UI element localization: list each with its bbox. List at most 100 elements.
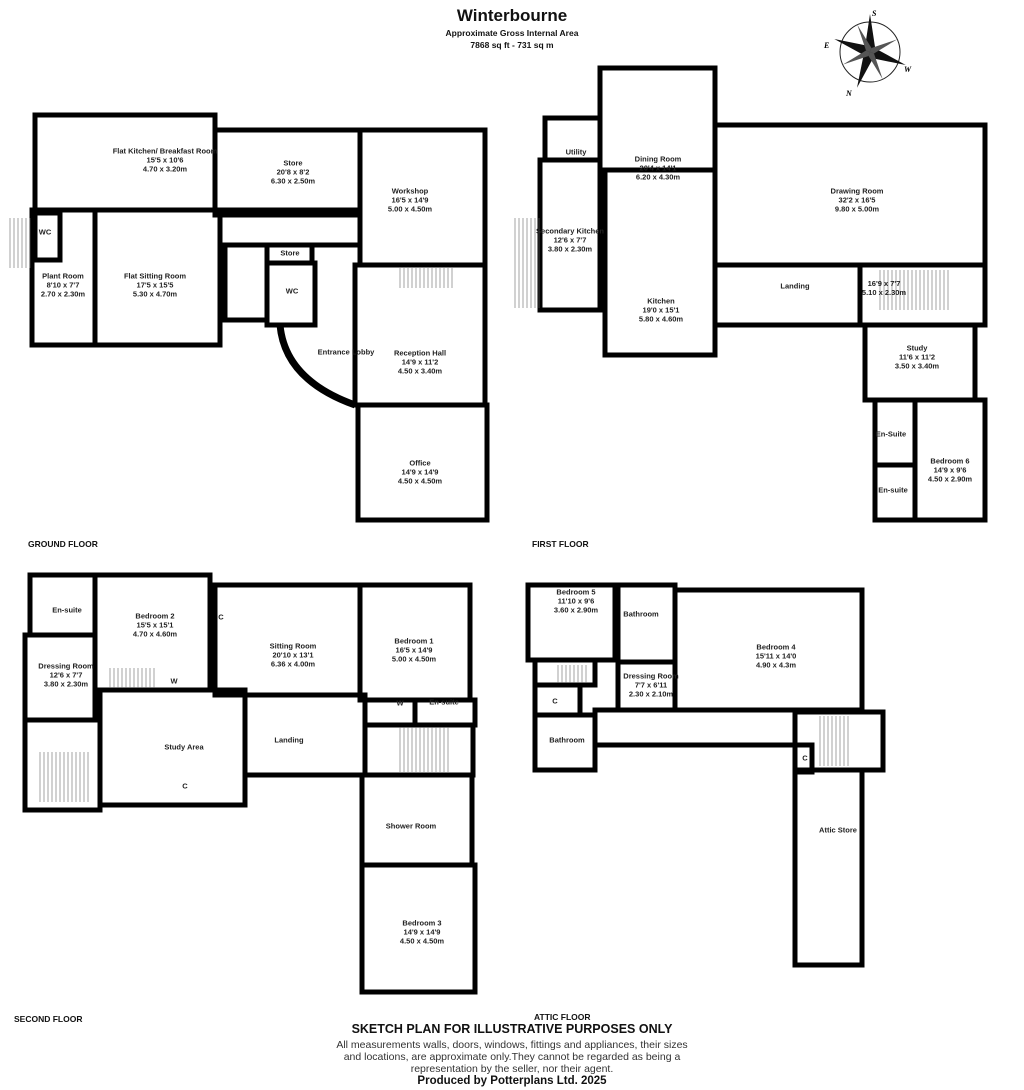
room-imperial: 14'9 x 14'9 [401, 467, 439, 477]
room-name: Store [283, 158, 303, 168]
room-name: Bedroom 1 [394, 636, 434, 646]
room-name: En-suite [52, 605, 82, 615]
room-name: Dressing Room [38, 661, 94, 671]
plan-area: 7868 sq ft - 731 sq m [470, 40, 554, 50]
room-name: En-Suite [875, 429, 907, 439]
wall [242, 692, 368, 778]
walls [22, 65, 988, 995]
compass-e: E [823, 41, 829, 50]
room-metric: 6.30 x 2.50m [270, 176, 316, 186]
compass-rose-icon: S E W N [823, 9, 912, 98]
credit: Produced by Potterplans Ltd. 2025 [417, 1075, 607, 1087]
room-name: Shower Room [385, 821, 437, 831]
wall [92, 207, 223, 348]
room-metric: 4.50 x 2.90m [927, 474, 973, 484]
room-imperial: 16'5 x 14'9 [395, 645, 433, 655]
ground-floor-label: GROUND FLOOR [28, 539, 98, 549]
room-imperial: 16'5 x 14'9 [391, 195, 429, 205]
room-name: Landing [274, 735, 304, 745]
room-metric: 3.80 x 2.30m [43, 679, 89, 689]
compass-w: W [904, 65, 912, 74]
room-name: Landing [780, 281, 810, 291]
room-imperial: 20'8 x 8'2 [276, 167, 310, 177]
room-name: C [218, 612, 224, 622]
compass-n: N [845, 89, 853, 98]
wall [359, 772, 475, 868]
room-label: C [182, 782, 187, 791]
room-metric: 5.30 x 4.70m [132, 289, 178, 299]
room-metric: 4.70 x 4.60m [132, 629, 178, 639]
room-imperial: 7'7 x 6'11 [634, 680, 668, 690]
room-imperial: 14'9 x 9'6 [933, 465, 967, 475]
disclaimer-line-3: representation by the seller, nor their … [410, 1063, 614, 1075]
room-name: Bedroom 6 [930, 456, 970, 466]
room-imperial: 14'9 x 11'2 [401, 357, 439, 367]
room-label: Shower Room [386, 822, 436, 831]
wall [222, 242, 270, 323]
room-name: Bedroom 2 [135, 611, 175, 621]
room-metric: 2.70 x 2.30m [40, 289, 86, 299]
room-metric: 5.00 x 4.50m [391, 654, 437, 664]
disclaimer-line-1: All measurements walls, doors, windows, … [336, 1039, 688, 1051]
room-metric: 4.50 x 3.40m [397, 366, 443, 376]
room-label: W [170, 677, 177, 686]
room-label: En-suite [878, 486, 908, 495]
room-metric: 9.80 x 5.00m [834, 204, 880, 214]
room-name: W [396, 698, 404, 708]
wall [537, 157, 603, 313]
room-imperial: 8'10 x 7'7 [46, 280, 80, 290]
room-name: Drawing Room [830, 186, 884, 196]
plan-subtitle: Approximate Gross Internal Area [445, 28, 579, 38]
room-imperial: 20'10 x 13'1 [272, 650, 314, 660]
room-name: Reception Hall [393, 348, 447, 358]
wall [792, 767, 865, 968]
room-label: C [552, 697, 557, 706]
room-name: En-suite [878, 485, 908, 495]
wall [355, 402, 490, 523]
room-label: W [396, 699, 403, 708]
wall [592, 707, 798, 748]
room-name: Secondary Kitchen [536, 226, 604, 236]
room-imperial: 19'0 x 15'1 [642, 305, 680, 315]
room-name: C [802, 753, 808, 763]
room-imperial: 20'4 x 14'1 [639, 163, 677, 173]
wall [362, 722, 476, 778]
room-name: Workshop [391, 186, 429, 196]
room-name: Dining Room [634, 154, 682, 164]
wall [217, 207, 363, 248]
room-name: Bedroom 4 [756, 642, 796, 652]
room-metric: 5.80 x 4.60m [638, 314, 684, 324]
wall [359, 862, 478, 995]
room-label: Landing [274, 736, 303, 745]
staircases [9, 218, 949, 802]
room-imperial: 16'9 x 7'7 [867, 279, 901, 288]
first-floor-label: FIRST FLOOR [532, 539, 589, 549]
room-imperial: 17'5 x 15'5 [136, 280, 174, 290]
room-imperial: 15'5 x 15'1 [136, 620, 174, 630]
curved-wall [276, 324, 357, 409]
room-name: C [182, 781, 188, 791]
room-label: WC [39, 228, 52, 237]
room-name: Bedroom 5 [556, 587, 596, 597]
room-imperial: 15'11 x 14'0 [755, 651, 797, 661]
room-name: Office [409, 458, 431, 468]
room-metric: 5.00 x 4.50m [387, 204, 433, 214]
disclaimer-line-2: and locations, are approximate only.They… [343, 1051, 681, 1063]
room-name: Study Area [164, 742, 204, 752]
